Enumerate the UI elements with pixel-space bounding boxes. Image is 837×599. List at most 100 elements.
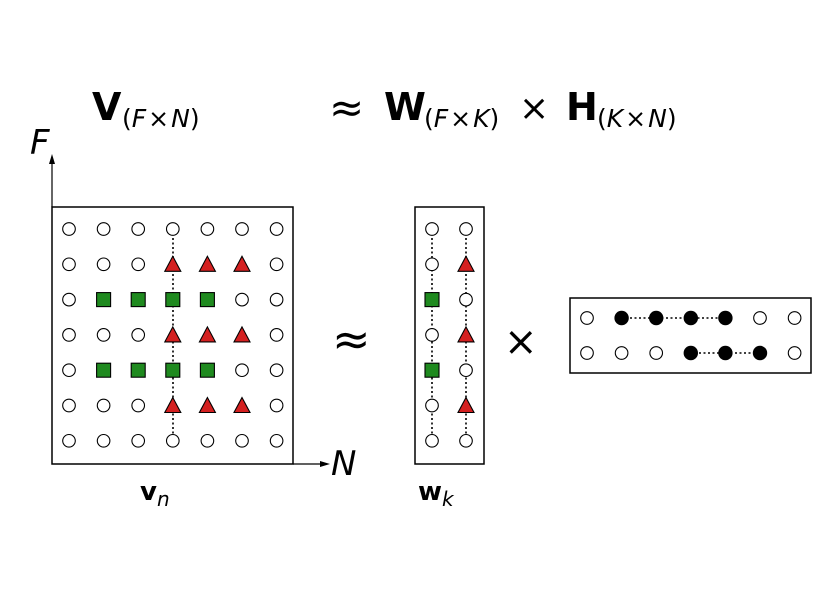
matrix-h-cells	[580, 310, 802, 361]
matrix-w-column-label-main: w	[418, 477, 442, 507]
matrix-h-cell-r1-c1-circle	[614, 346, 629, 360]
matrix-v-cell-r2-c2-square	[130, 292, 146, 308]
matrix-v-cell-r4-c0-circle	[62, 363, 76, 378]
eq-v: V	[92, 85, 122, 129]
matrix-h-cell-r1-c2-circle	[649, 346, 664, 360]
eq-w-subscript: (F×K)	[424, 104, 499, 133]
matrix-w-cell-c0-r6-circle	[425, 433, 439, 448]
matrix-h-cell-r0-c1-filled	[614, 310, 629, 326]
matrix-w-frame	[414, 206, 485, 465]
matrix-v-cell-r0-c2-circle	[131, 222, 146, 236]
matrix-h	[569, 297, 812, 374]
matrix-v-cell-r3-c5-triangle	[233, 325, 251, 343]
matrix-h-cell-r0-c3-filled	[683, 310, 698, 326]
matrix-v-cell-r5-c4-triangle	[198, 396, 217, 414]
matrix-v-cell-r6-c5-circle	[235, 433, 249, 448]
matrix-w-cell-c1-r4-circle	[459, 363, 473, 378]
matrix-v-cell-r3-c6-circle	[269, 328, 284, 342]
eq-w-sub-f: F	[434, 104, 449, 133]
matrix-w	[414, 206, 485, 465]
matrix-w-cell-c0-r3-circle	[425, 328, 439, 342]
eq-h-sub-times: ×	[625, 104, 646, 133]
matrix-v-cell-r5-c6-circle	[269, 398, 284, 413]
matrix-v-frame	[51, 206, 294, 465]
eq-times: ×	[519, 88, 549, 129]
matrix-w-cell-c0-r0-circle	[425, 222, 439, 236]
eq-v-sub-open: (	[122, 104, 132, 133]
times-symbol: ×	[504, 319, 538, 365]
matrix-h-frame	[569, 297, 812, 374]
matrix-w-cell-c1-r6-circle	[459, 433, 473, 448]
matrix-w-cell-c1-r5-triangle	[457, 396, 475, 414]
matrix-v-cell-r2-c5-circle	[235, 292, 249, 307]
matrix-w-cell-c1-r0-circle	[459, 222, 473, 236]
matrix-v-cell-r3-c0-circle	[62, 328, 76, 342]
matrix-w-cell-c0-r2-square	[424, 292, 440, 308]
matrix-v-cell-r2-c3-square	[165, 292, 181, 308]
eq-h-subscript: (K×N)	[597, 104, 677, 133]
matrix-v-cell-r0-c1-circle	[96, 222, 111, 236]
eq-h-sub-k: K	[607, 104, 626, 133]
matrix-v-cell-r2-c6-circle	[269, 292, 284, 307]
matrix-v-cell-r1-c6-circle	[269, 257, 284, 272]
matrix-v	[51, 206, 294, 465]
matrix-v-cell-r0-c3-circle	[165, 222, 180, 236]
matrix-v-cell-r4-c4-square	[199, 362, 215, 378]
matrix-v-cell-r4-c6-circle	[269, 363, 284, 378]
matrix-v-cell-r5-c5-triangle	[233, 396, 251, 414]
matrix-h-cell-r0-c4-filled	[718, 310, 733, 326]
matrix-v-cell-r2-c1-square	[96, 292, 112, 308]
matrix-v-cell-r6-c2-circle	[131, 433, 146, 448]
matrix-w-cell-c1-r1-triangle	[457, 255, 475, 272]
eq-w: W	[384, 85, 426, 129]
eq-h-sub-close: )	[667, 104, 677, 133]
eq-v-sub-f: F	[132, 104, 147, 133]
matrix-v-column-label: vn	[140, 477, 170, 511]
matrix-h-cell-r0-c2-filled	[649, 310, 664, 326]
approx-symbol: ≈	[332, 312, 371, 366]
matrix-v-column-label-main: v	[140, 477, 157, 507]
matrix-w-column-label: wk	[418, 477, 455, 511]
matrix-v-cell-r4-c2-square	[130, 362, 146, 378]
matrix-v-cell-r1-c3-triangle	[163, 255, 182, 272]
eq-w-sub-times: ×	[450, 104, 471, 133]
matrix-h-cell-r1-c3-filled	[683, 345, 698, 361]
matrix-v-cell-r4-c3-square	[165, 362, 181, 378]
matrix-v-cell-r1-c5-triangle	[233, 255, 251, 272]
matrix-w-column-label-sub: k	[442, 487, 455, 511]
matrix-w-cells	[424, 222, 475, 448]
matrix-v-cell-r3-c3-triangle	[163, 325, 182, 343]
eq-h: H	[566, 85, 598, 129]
matrix-v-cell-r0-c5-circle	[235, 222, 249, 236]
matrix-v-cell-r2-c0-circle	[62, 292, 76, 307]
eq-w-sub-open: (	[424, 104, 434, 133]
eq-h-sub-n: N	[648, 104, 667, 133]
matrix-v-cell-r3-c2-circle	[131, 328, 146, 342]
matrix-v-cell-r0-c0-circle	[62, 222, 76, 236]
matrix-v-cell-r3-c4-triangle	[198, 325, 217, 343]
matrix-v-cell-r6-c3-circle	[165, 433, 180, 448]
f-axis-arrowhead	[49, 154, 55, 164]
equation: V (F×N) ≈ W (F×K) × H (K×N)	[92, 83, 677, 133]
matrix-w-cell-c1-r2-circle	[459, 292, 473, 307]
eq-v-sub-times: ×	[148, 104, 169, 133]
matrix-h-cell-r1-c0-circle	[580, 346, 594, 360]
f-axis-label: F	[30, 123, 50, 163]
eq-w-sub-close: )	[490, 104, 500, 133]
matrix-w-cell-c0-r1-circle	[425, 257, 439, 272]
matrix-w-cell-c0-r5-circle	[425, 398, 439, 413]
eq-v-subscript: (F×N)	[122, 104, 200, 133]
matrix-v-cell-r1-c1-circle	[96, 257, 111, 272]
n-axis-label: N	[331, 444, 356, 484]
matrix-h-cell-r1-c5-filled	[752, 345, 768, 361]
matrix-w-cell-c1-r3-triangle	[457, 325, 475, 343]
matrix-w-cell-c0-r4-square	[424, 362, 440, 378]
matrix-v-cell-r0-c6-circle	[269, 222, 284, 236]
matrix-v-cell-r4-c5-circle	[235, 363, 249, 378]
matrix-v-cell-r2-c4-square	[199, 292, 215, 308]
matrix-v-cell-r1-c2-circle	[131, 257, 146, 272]
matrix-v-cell-r5-c2-circle	[131, 398, 146, 413]
matrix-h-cell-r1-c4-filled	[718, 345, 733, 361]
matrix-h-cell-r1-c6-circle	[787, 346, 802, 360]
matrix-v-cell-r1-c4-triangle	[198, 255, 217, 272]
